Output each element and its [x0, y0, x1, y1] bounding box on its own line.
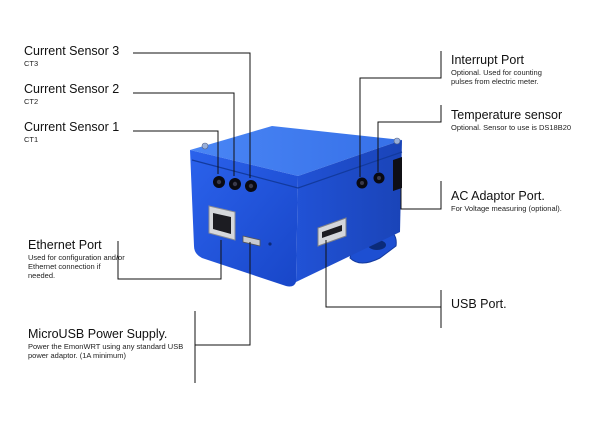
- label-temperature-sensor: Temperature sensor Optional. Sensor to u…: [451, 108, 581, 133]
- label-title: Temperature sensor: [451, 108, 563, 122]
- lid-seam: [191, 151, 403, 189]
- label-title: USB Port.: [451, 297, 507, 311]
- microusb-port: [242, 235, 261, 247]
- label-subtitle: For Voltage measuring (optional).: [451, 204, 562, 214]
- label-subtitle: Optional. Sensor to use is DS18B20: [451, 123, 572, 133]
- label-title: Current Sensor 2: [24, 82, 120, 96]
- label-title: AC Adaptor Port.: [451, 189, 545, 203]
- label-ethernet-port: Ethernet Port Used for configuration and…: [28, 238, 128, 280]
- led-indicator: [268, 242, 272, 246]
- ct1-leader: [133, 130, 219, 174]
- ethernet-jack: [208, 205, 236, 241]
- microusb-leader-2: [195, 242, 251, 346]
- interrupt-leader: [359, 51, 442, 177]
- ct-jacks: [213, 176, 257, 192]
- ac-adaptor-leader: [400, 160, 442, 210]
- label-interrupt-port: Interrupt Port Optional. Used for counti…: [451, 53, 551, 87]
- label-current-sensor-2: Current Sensor 2 CT2: [24, 82, 119, 107]
- screw: [393, 137, 401, 145]
- enclosure-box: [190, 126, 403, 287]
- label-usb-port: USB Port.: [451, 297, 507, 311]
- usb-port: [317, 217, 347, 247]
- temperature-leader: [377, 105, 442, 172]
- ethernet-leader: [117, 240, 222, 280]
- leader-lines: [117, 51, 442, 383]
- label-title: Current Sensor 3: [24, 44, 120, 58]
- usb-leader-2: [325, 240, 441, 308]
- ct2-leader: [133, 92, 235, 176]
- label-current-sensor-3: Current Sensor 3 CT3: [24, 44, 119, 69]
- screw: [201, 142, 209, 150]
- label-subtitle: CT1: [24, 135, 39, 145]
- box-top-face: [190, 126, 402, 176]
- ac-adaptor-jack: [393, 157, 402, 191]
- label-title: Ethernet Port: [28, 238, 102, 252]
- label-subtitle: CT2: [24, 97, 39, 107]
- label-subtitle: Power the EmonWRT using any standard USB…: [28, 342, 184, 360]
- label-current-sensor-1: Current Sensor 1 CT1: [24, 120, 119, 145]
- label-subtitle: Optional. Used for counting pulses from …: [451, 68, 542, 86]
- label-microusb-power: MicroUSB Power Supply. Power the EmonWRT…: [28, 327, 198, 361]
- label-title: Interrupt Port: [451, 53, 524, 67]
- label-subtitle: Used for configuration and/or Ethernet c…: [28, 253, 125, 280]
- label-ac-adaptor-port: AC Adaptor Port. For Voltage measuring (…: [451, 189, 571, 214]
- ct3-leader: [133, 52, 251, 178]
- label-subtitle: CT3: [24, 59, 39, 69]
- label-title: Current Sensor 1: [24, 120, 120, 134]
- label-title: MicroUSB Power Supply.: [28, 327, 168, 341]
